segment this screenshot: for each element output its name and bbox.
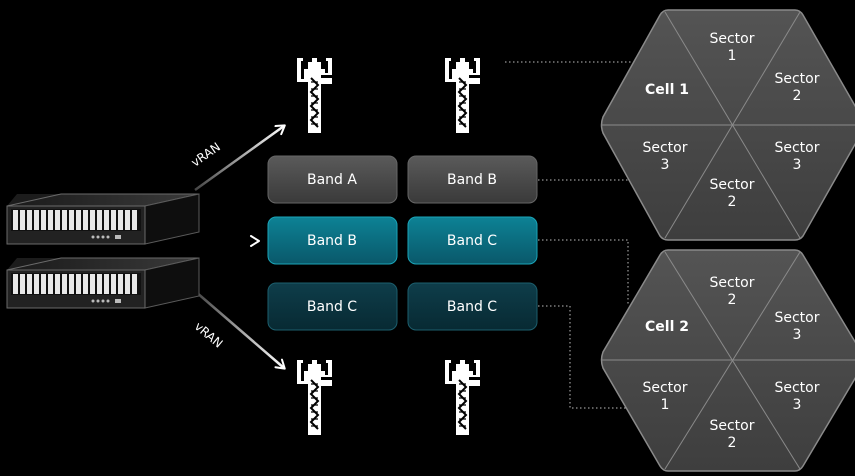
cell-2-label: Cell 2	[645, 319, 689, 335]
cell-tower-icon	[445, 360, 480, 435]
band-box: Band B	[408, 156, 537, 203]
cell-1-label: Cell 1	[645, 82, 689, 98]
cell-tower-icon	[297, 360, 332, 435]
band-box: Band C	[408, 217, 537, 264]
server-icon	[7, 194, 199, 308]
band-box: Band A	[268, 156, 397, 203]
cell-tower-icon	[445, 58, 480, 133]
vran-arrows: vRAN vRAN	[172, 126, 284, 368]
band-label: Band C	[447, 299, 497, 315]
band-grid: Band A Band B Band B Band C Band C Band …	[268, 156, 537, 330]
vran-label-top: vRAN	[189, 140, 223, 170]
band-box: Band C	[408, 283, 537, 330]
band-box: Band C	[268, 283, 397, 330]
band-label: Band B	[447, 172, 497, 188]
band-label: Band C	[447, 233, 497, 249]
connector-band-c-to-cell2	[538, 240, 628, 305]
vran-label-bottom: vRAN	[192, 319, 226, 350]
band-label: Band C	[307, 299, 357, 315]
band-box: Band B	[268, 217, 397, 264]
band-label: Band B	[307, 233, 357, 249]
band-label: Band A	[307, 172, 357, 188]
cell-tower-icon	[297, 58, 332, 133]
